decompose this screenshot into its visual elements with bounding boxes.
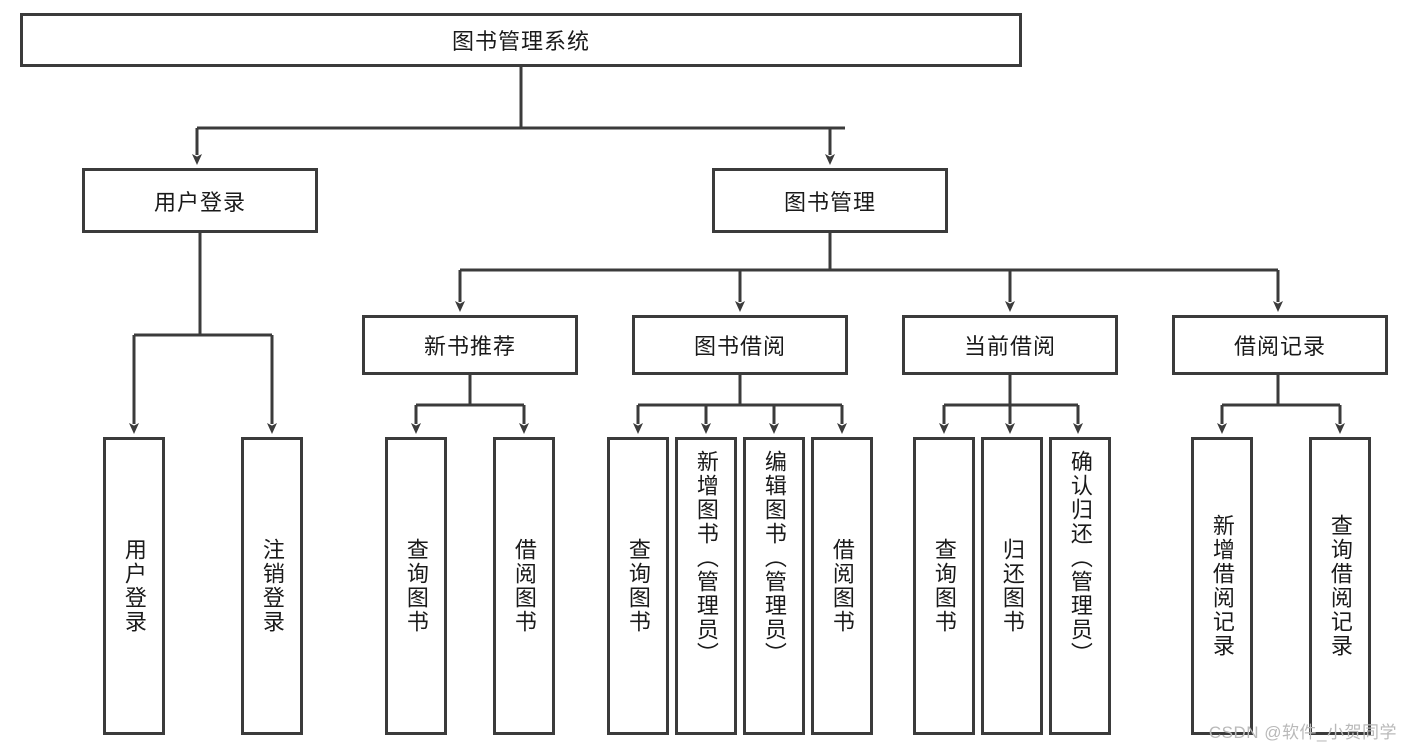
leaf-label: 编辑图书（管理员） <box>761 450 787 666</box>
leaf-book-borrow-edit-book-admin[interactable]: 编辑图书（管理员） <box>743 437 805 735</box>
leaf-book-borrow-query-book[interactable]: 查询图书 <box>607 437 669 735</box>
node-label: 用户登录 <box>153 189 246 215</box>
leaf-label: 用户登录 <box>121 538 147 634</box>
node-label: 借阅记录 <box>1233 334 1326 359</box>
node-label: 当前借阅 <box>963 334 1056 359</box>
leaf-current-borrow-return-book[interactable]: 归还图书 <box>981 437 1043 735</box>
csdn-watermark: CSDN @软件_小贺同学 <box>1208 723 1397 742</box>
leaf-current-borrow-confirm-return-admin[interactable]: 确认归还（管理员） <box>1049 437 1111 735</box>
node-book-borrow[interactable]: 图书借阅 <box>632 315 848 375</box>
node-label: 新书推荐 <box>423 334 516 359</box>
leaf-borrow-record-query-record[interactable]: 查询借阅记录 <box>1309 437 1371 735</box>
node-label: 图书管理 <box>783 189 876 215</box>
leaf-label: 借阅图书 <box>829 538 855 634</box>
leaf-label: 查询图书 <box>931 538 957 634</box>
leaf-user-login-logout[interactable]: 注销登录 <box>241 437 303 735</box>
node-borrow-record[interactable]: 借阅记录 <box>1172 315 1388 375</box>
node-root-book-management-system[interactable]: 图书管理系统 <box>20 13 1022 67</box>
leaf-current-borrow-query-book[interactable]: 查询图书 <box>913 437 975 735</box>
leaf-borrow-record-add-record[interactable]: 新增借阅记录 <box>1191 437 1253 735</box>
leaf-label: 查询图书 <box>403 538 429 634</box>
leaf-label: 查询借阅记录 <box>1327 514 1353 658</box>
leaf-label: 归还图书 <box>999 538 1025 634</box>
leaf-book-borrow-borrow-book[interactable]: 借阅图书 <box>811 437 873 735</box>
node-book-management[interactable]: 图书管理 <box>712 168 948 233</box>
leaf-label: 查询图书 <box>625 538 651 634</box>
node-current-borrow[interactable]: 当前借阅 <box>902 315 1118 375</box>
node-label: 图书管理系统 <box>451 29 590 54</box>
node-label: 图书借阅 <box>693 334 786 359</box>
leaf-user-login-login[interactable]: 用户登录 <box>103 437 165 735</box>
leaf-book-borrow-add-book-admin[interactable]: 新增图书（管理员） <box>675 437 737 735</box>
leaf-label: 新增图书（管理员） <box>693 450 719 666</box>
leaf-new-book-borrow-book[interactable]: 借阅图书 <box>493 437 555 735</box>
leaf-label: 新增借阅记录 <box>1209 514 1235 658</box>
leaf-label: 借阅图书 <box>511 538 537 634</box>
node-new-book-recommend[interactable]: 新书推荐 <box>362 315 578 375</box>
leaf-label: 注销登录 <box>259 538 285 634</box>
node-user-login[interactable]: 用户登录 <box>82 168 318 233</box>
leaf-new-book-query-book[interactable]: 查询图书 <box>385 437 447 735</box>
leaf-label: 确认归还（管理员） <box>1067 450 1093 666</box>
